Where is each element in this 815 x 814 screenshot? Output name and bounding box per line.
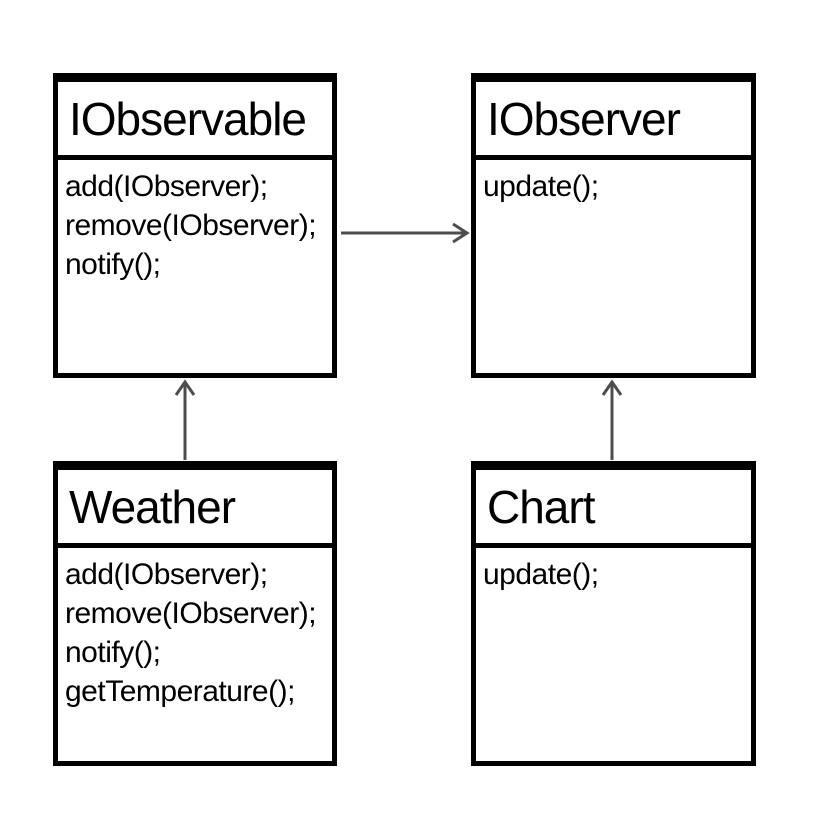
method-line: add(IObserver); bbox=[65, 558, 268, 591]
arrow-weather-to-iobservable bbox=[174, 379, 196, 460]
class-name-iobservable: IObservable bbox=[58, 82, 332, 160]
class-box-iobserver: IObserver update(); bbox=[471, 73, 756, 378]
method-line: update(); bbox=[483, 558, 599, 591]
method-line: remove(IObserver); bbox=[65, 209, 317, 242]
class-methods-chart: update(); bbox=[476, 548, 751, 594]
class-box-iobservable: IObservable add(IObserver); remove(IObse… bbox=[53, 73, 337, 378]
class-methods-iobserver: update(); bbox=[476, 160, 751, 206]
method-line: add(IObserver); bbox=[65, 170, 268, 203]
class-methods-iobservable: add(IObserver); remove(IObserver); notif… bbox=[58, 160, 332, 284]
class-box-weather: Weather add(IObserver); remove(IObserver… bbox=[53, 461, 337, 766]
class-name-weather: Weather bbox=[58, 470, 332, 548]
arrow-iobservable-to-iobserver bbox=[341, 222, 470, 244]
method-line: notify(); bbox=[65, 636, 161, 669]
class-methods-weather: add(IObserver); remove(IObserver); notif… bbox=[58, 548, 332, 711]
class-name-iobserver: IObserver bbox=[476, 82, 751, 160]
method-line: notify(); bbox=[65, 248, 161, 281]
arrow-chart-to-iobserver bbox=[601, 379, 623, 460]
class-name-chart: Chart bbox=[476, 470, 751, 548]
method-line: update(); bbox=[483, 170, 599, 203]
class-box-chart: Chart update(); bbox=[471, 461, 756, 766]
method-line: remove(IObserver); bbox=[65, 597, 317, 630]
method-line: getTemperature(); bbox=[65, 675, 295, 708]
